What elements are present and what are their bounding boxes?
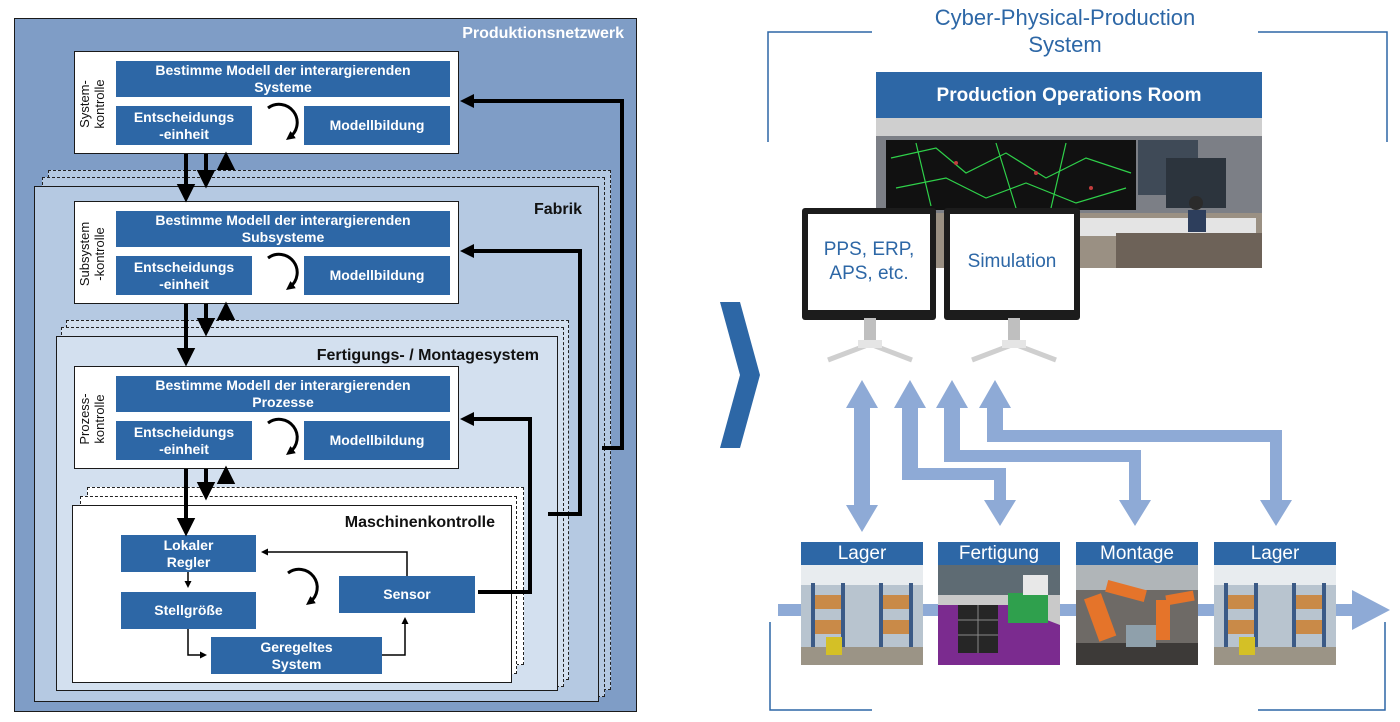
- actuator-box: Stellgröße: [121, 592, 256, 629]
- process-decision-box: Entscheidungs-einheit: [116, 421, 252, 460]
- production-operations-room-title: Production Operations Room: [876, 72, 1262, 118]
- machine-control-title: Maschinenkontrolle: [344, 514, 495, 531]
- chevron-right-icon: [720, 302, 760, 448]
- control-room-image: [876, 118, 1262, 268]
- monitor-stand-icon: [827, 318, 913, 363]
- monitor-pps-erp: PPS, ERP,APS, etc.: [802, 208, 936, 320]
- monitor-simulation-screen: Simulation: [950, 214, 1074, 310]
- cycle-icon: [287, 567, 319, 606]
- cycle-icon: [267, 252, 299, 291]
- subsystem-modelling-box: Modellbildung: [304, 256, 450, 295]
- system-decision-box: Entscheidungs-einheit: [116, 106, 252, 145]
- subsystem-decision-box: Entscheidungs-einheit: [116, 256, 252, 295]
- process-modelling-box: Modellbildung: [304, 421, 450, 460]
- system-modelling-box: Modellbildung: [304, 106, 450, 145]
- manufacturing-system-title: Fertigungs- / Montagesystem: [316, 347, 539, 364]
- monitor-simulation: Simulation: [944, 208, 1080, 320]
- cycle-icon: [267, 417, 299, 456]
- manufacturing-photo: [938, 565, 1060, 665]
- monitor-pps-erp-screen: PPS, ERP,APS, etc.: [808, 214, 930, 310]
- card-fertigung-title: Fertigung: [938, 542, 1060, 565]
- assembly-photo: [1076, 565, 1198, 665]
- production-network-title: Produktionsnetzwerk: [462, 25, 624, 42]
- card-lager-1-title: Lager: [801, 542, 923, 565]
- card-montage-title: Montage: [1076, 542, 1198, 565]
- sensor-box: Sensor: [339, 576, 475, 613]
- warehouse-photo-2: [1214, 565, 1336, 665]
- card-lager-2-title: Lager: [1214, 542, 1336, 565]
- cycle-icon: [267, 102, 299, 141]
- factory-title: Fabrik: [533, 201, 582, 218]
- monitor-stand-icon: [971, 318, 1057, 363]
- warehouse-photo: [801, 565, 923, 665]
- operations-room-photo: [876, 118, 1262, 268]
